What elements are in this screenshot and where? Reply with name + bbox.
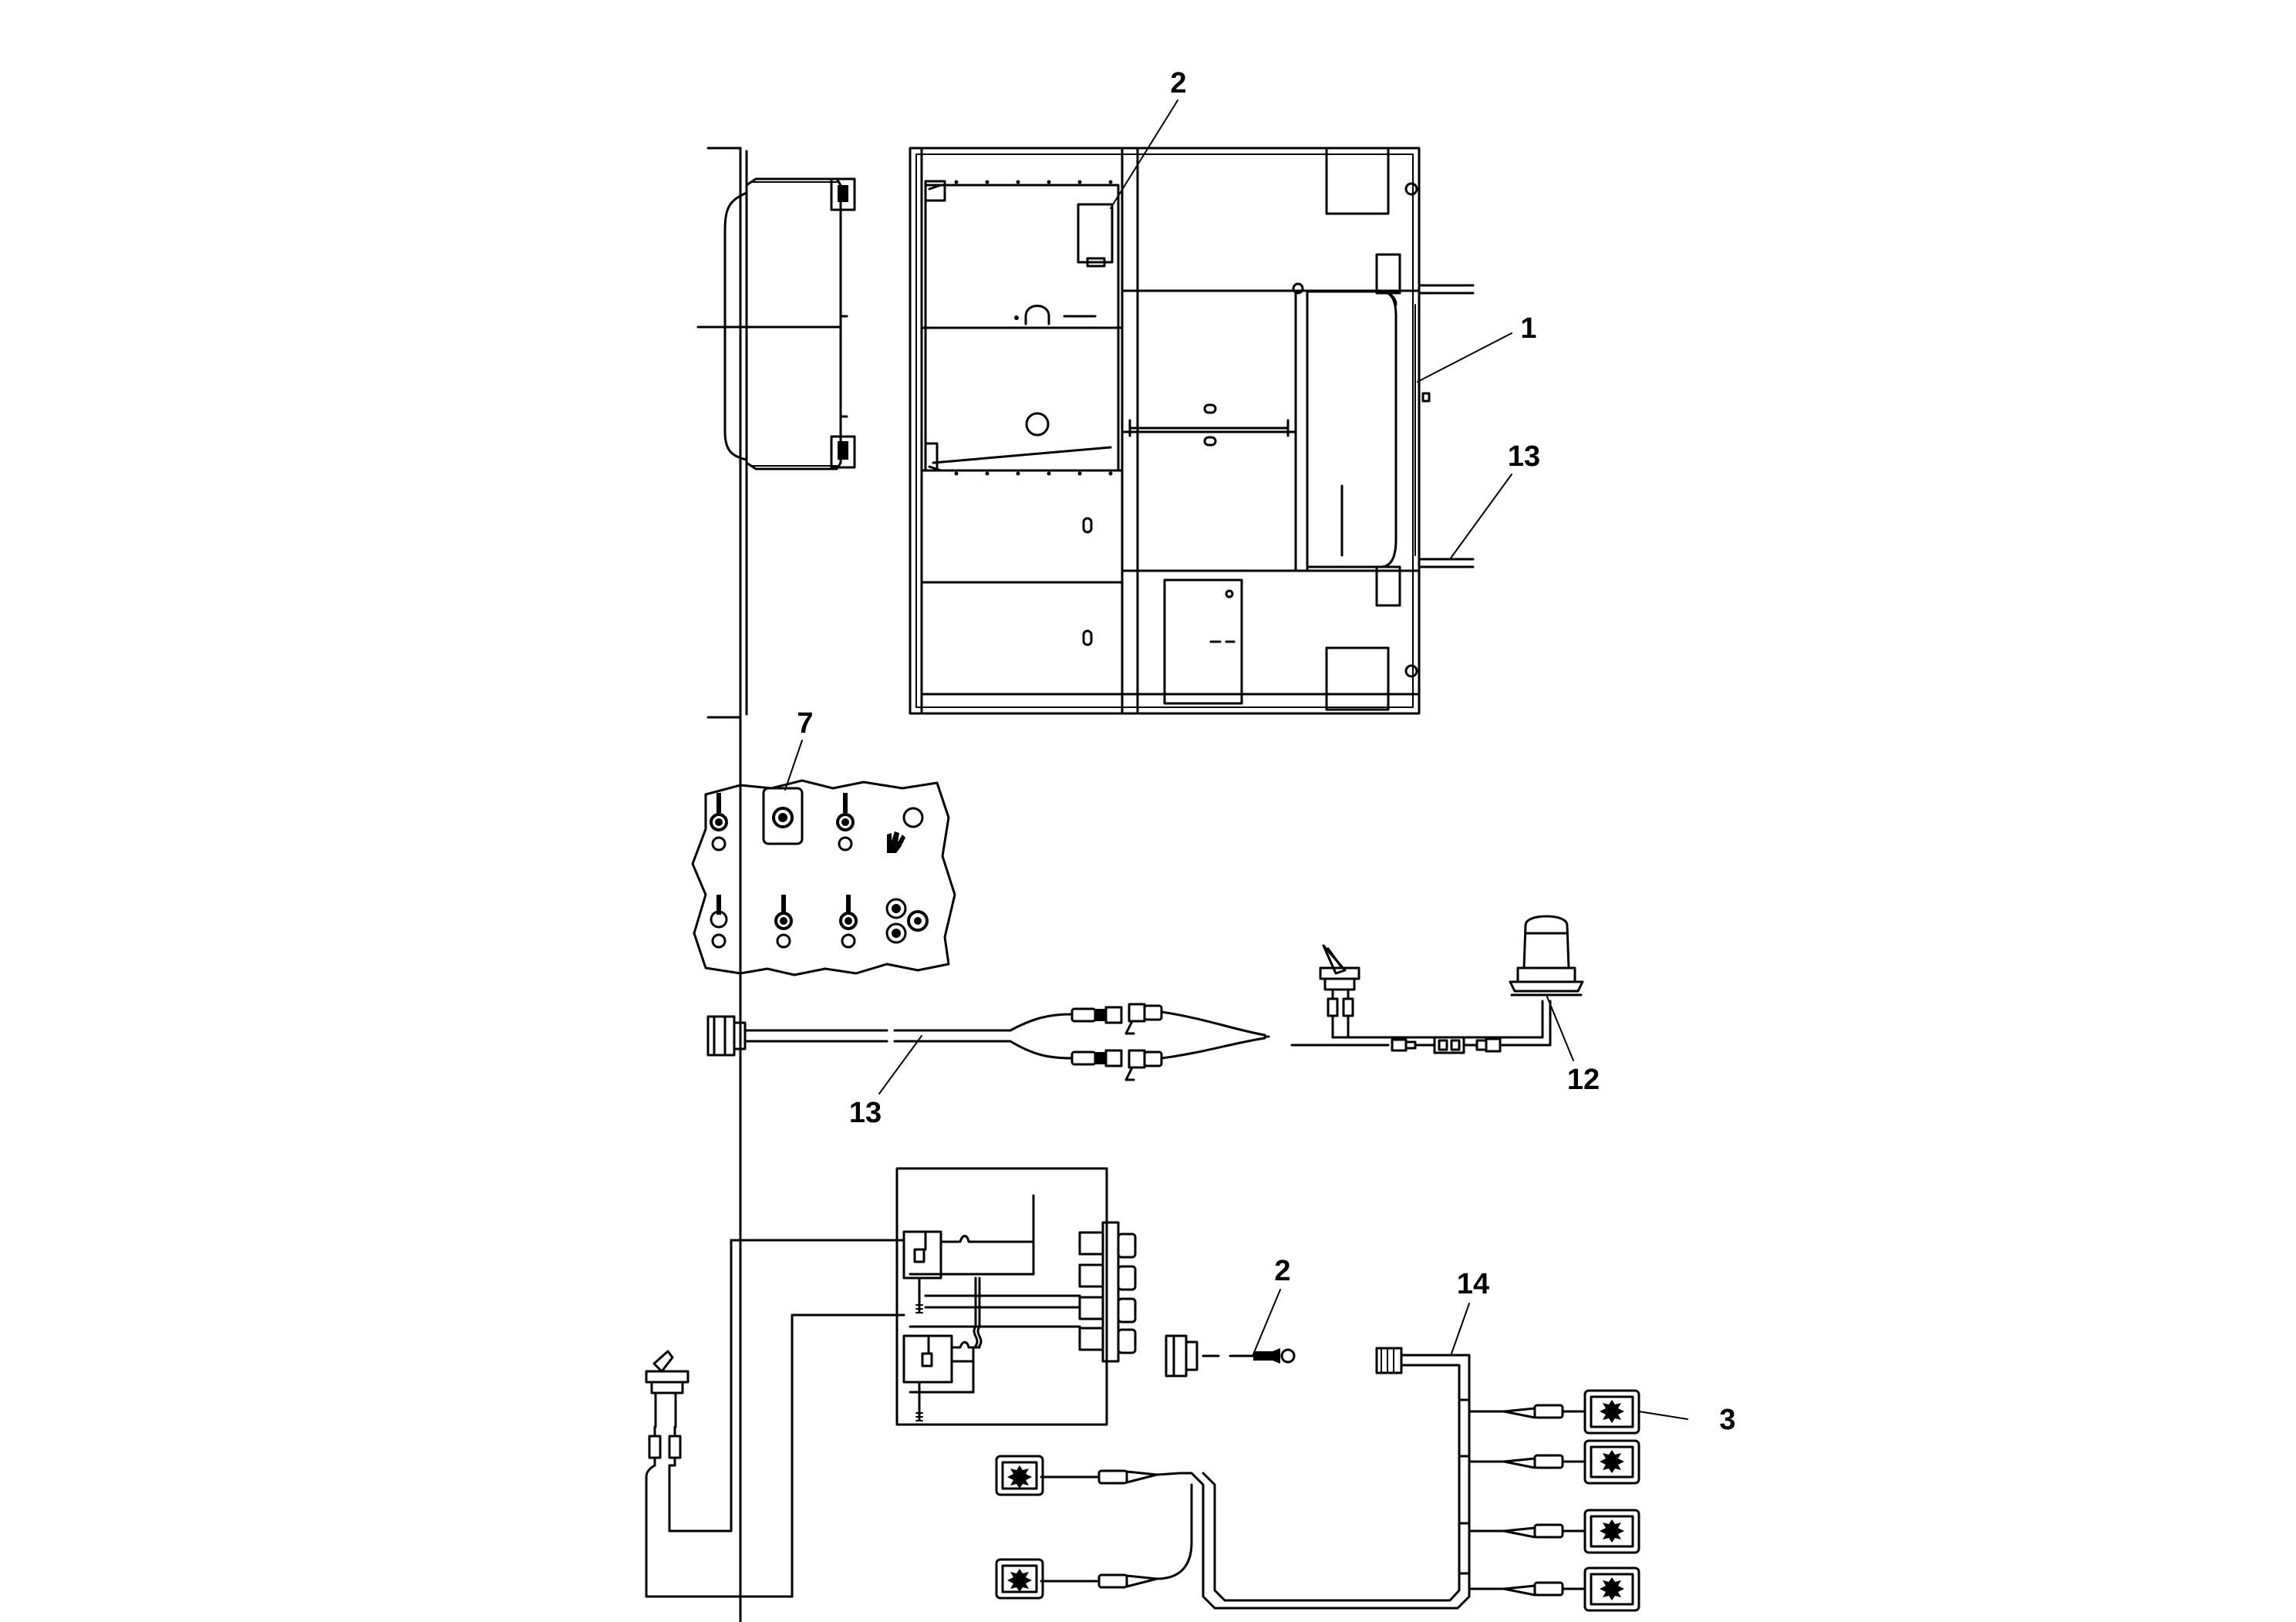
callout-1: 1	[1520, 312, 1536, 345]
callout-7: 7	[797, 707, 813, 740]
relay-box	[895, 1167, 1137, 1426]
beacon-toggle-switch	[1319, 944, 1374, 1039]
lamp-connector-3	[1502, 1523, 1586, 1539]
lamp-connector-1	[1502, 1404, 1586, 1419]
harness-connector-icon	[706, 1015, 747, 1057]
glove-icon	[887, 831, 905, 853]
callout-leaders	[784, 99, 1688, 1420]
plan-rivets	[954, 180, 1113, 476]
sun-lamp-icon	[1583, 1439, 1640, 1485]
switch-wiring	[645, 1239, 905, 1598]
sun-lamp-icon	[1583, 1509, 1640, 1554]
callout-2-bottom: 2	[1274, 1255, 1290, 1287]
callout-numbers: 2 1 13 7 12 13 2 14 3	[797, 67, 1735, 1436]
toggle-switch-3	[836, 793, 855, 851]
switch-panel	[691, 779, 956, 976]
lamp-connector-2	[1502, 1454, 1586, 1469]
sun-lamp-icon	[1583, 1389, 1640, 1435]
sun-lamp-icon	[995, 1455, 1044, 1496]
switch-7	[762, 787, 804, 845]
callout-3: 3	[1719, 1404, 1735, 1436]
toggle-switch-1	[710, 793, 728, 851]
lamp-connector-left-2	[1040, 1483, 1193, 1589]
beacon-circuit	[1290, 915, 1584, 1054]
side-lamp-bottom	[830, 435, 856, 469]
lamp-harness-14	[1040, 1347, 1586, 1610]
lamp-connector-left-1	[1040, 1469, 1182, 1485]
toggle-switch-5	[774, 895, 793, 949]
side-lamp-top	[830, 177, 856, 211]
sun-lamp-icon	[995, 1558, 1044, 1600]
callout-14: 14	[1457, 1268, 1489, 1300]
toggle-switch-icon	[645, 1350, 689, 1479]
callout-13-bottom: 13	[849, 1097, 882, 1129]
roof-side-view	[696, 147, 856, 1622]
toggle-switch-6	[839, 895, 858, 949]
sun-lamp-icon	[1583, 1566, 1640, 1612]
toggle-switch-4	[710, 895, 728, 949]
roof-plan-view	[909, 147, 1475, 715]
callout-13-right: 13	[1508, 440, 1540, 473]
selector-switch	[885, 898, 929, 944]
relay-connector-block	[1078, 1221, 1137, 1363]
beacon-light-icon	[1509, 915, 1584, 996]
connector-2	[1165, 1334, 1296, 1378]
lamp-connector-4	[1502, 1581, 1586, 1597]
harness-13	[706, 1003, 1270, 1081]
callout-2-top: 2	[1170, 67, 1186, 99]
callout-12: 12	[1567, 1064, 1600, 1096]
